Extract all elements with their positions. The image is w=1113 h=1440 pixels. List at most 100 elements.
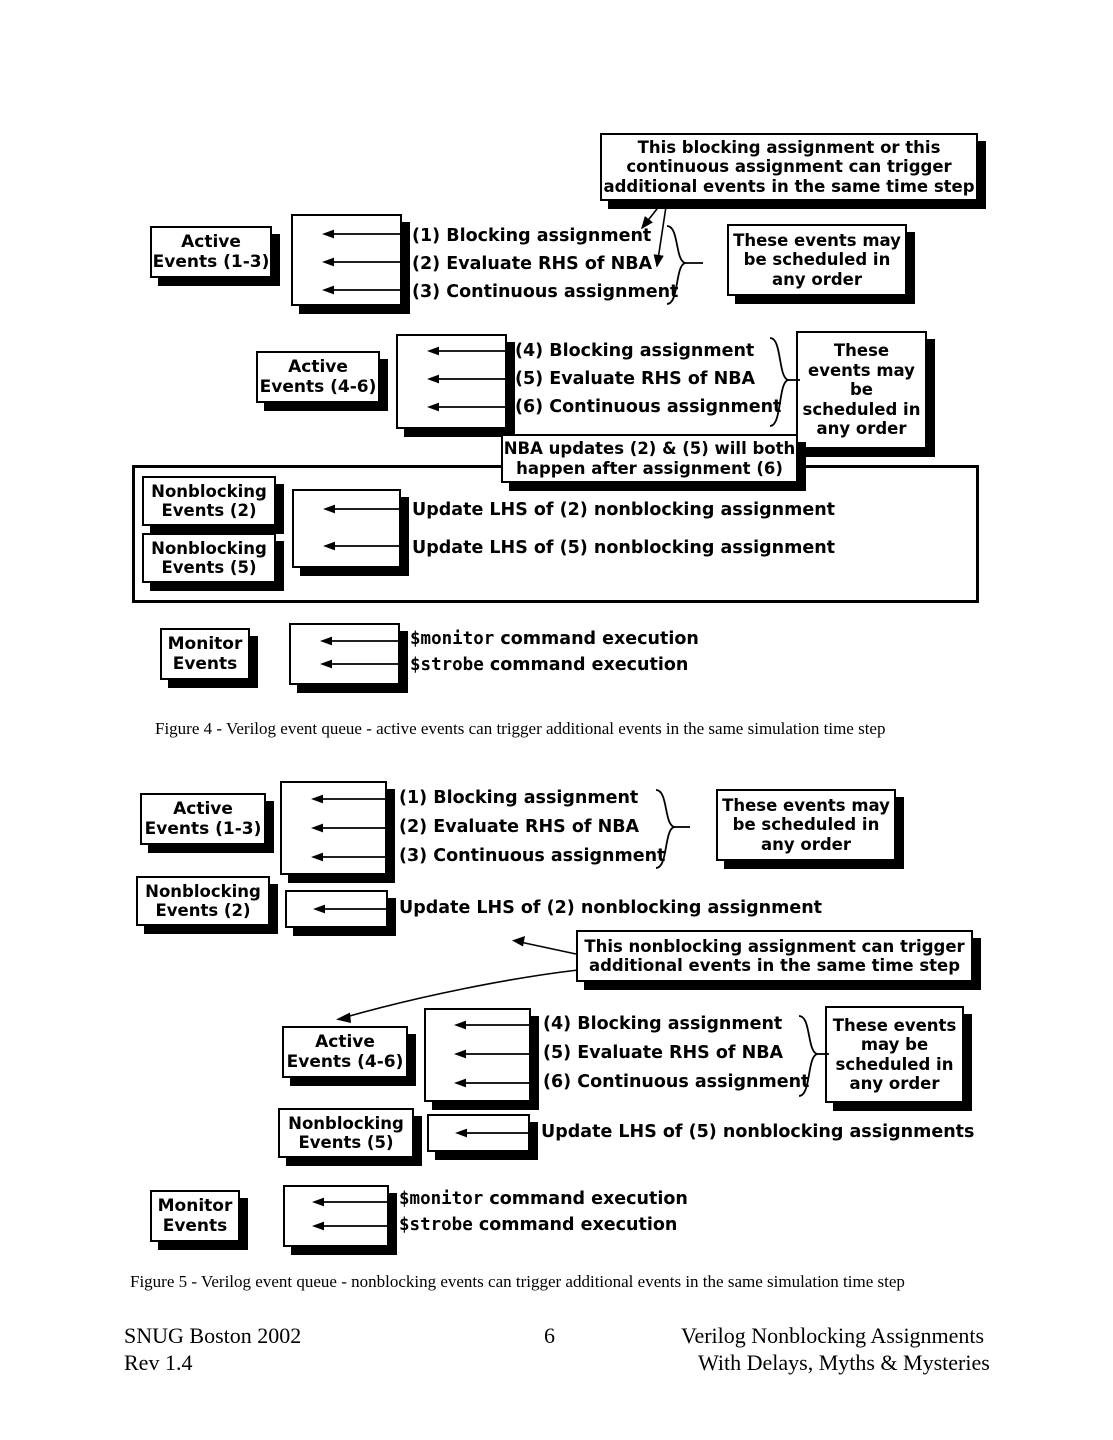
callout-line: be scheduled in — [732, 815, 880, 835]
strobe-command: $strobe — [399, 1215, 473, 1235]
label-active-events-4-6-fig5: Active Events (4-6) — [282, 1026, 408, 1078]
footer-left-line-1: SNUG Boston 2002 — [124, 1323, 302, 1348]
queue-item-label: (2) Evaluate RHS of NBA — [412, 254, 653, 274]
queue-item-label: (5) Evaluate RHS of NBA — [515, 369, 756, 389]
callout-line: any order — [772, 269, 862, 289]
callout-line: any order — [761, 834, 851, 854]
queue-arrows-active-1-3-fig5 — [311, 794, 389, 862]
callout-line: These events may — [733, 230, 901, 250]
strobe-command: $strobe — [410, 655, 484, 675]
label-line: Active — [173, 798, 233, 819]
queue-item-label: Update LHS of (5) nonblocking assignment… — [541, 1122, 975, 1142]
queue-box-active-4-6 — [396, 334, 507, 429]
callout-line: additional events in the same time step — [603, 176, 975, 196]
monitor-command: $monitor — [410, 629, 495, 649]
callout-line: This nonblocking assignment can trigger — [584, 936, 965, 956]
label-line: Nonblocking — [151, 538, 267, 558]
callout-line: NBA updates (2) & (5) will both — [503, 439, 796, 459]
queue-arrows-monitor-fig5 — [312, 1197, 390, 1231]
queue-item-label-strobe: $strobe command execution — [399, 1215, 677, 1235]
callout-any-order-2: These events may be scheduled in any ord… — [796, 331, 927, 449]
queue-item-label: (3) Continuous assignment — [399, 846, 666, 866]
footer-right-line-1: Verilog Nonblocking Assignments — [681, 1323, 985, 1348]
footer-right-line-2: With Delays, Myths & Mysteries — [698, 1350, 990, 1375]
label-line: Events — [162, 1216, 228, 1236]
label-line: Events (1-3) — [144, 819, 262, 839]
queue-item-label-monitor: $monitor command execution — [410, 629, 699, 649]
brace-active-4-6-fig4 — [769, 337, 800, 427]
callout-nonblocking-trigger: This nonblocking assignment can trigger … — [576, 930, 973, 982]
queue-arrows-active-1-3 — [322, 229, 404, 295]
queue-item-label: (6) Continuous assignment — [515, 397, 782, 417]
label-active-events-4-6: Active Events (4-6) — [256, 351, 380, 403]
queue-box-active-4-6-fig5 — [424, 1008, 531, 1102]
callout-blocking-trigger: This blocking assignment or this continu… — [600, 133, 978, 201]
monitor-command-rest: command execution — [494, 629, 699, 649]
brace-active-1-3-fig5 — [655, 789, 690, 869]
label-line: Events — [172, 654, 238, 674]
label-line: Active — [288, 356, 348, 377]
callout-line: This blocking assignment or this — [637, 137, 941, 157]
figure-5-caption: Figure 5 - Verilog event queue - nonbloc… — [130, 1272, 905, 1291]
callout-line: be — [849, 380, 873, 400]
label-active-events-1-3: Active Events (1-3) — [150, 226, 272, 278]
label-monitor-events-fig5: Monitor Events — [150, 1190, 240, 1242]
queue-item-label: Update LHS of (5) nonblocking assignment — [412, 538, 836, 558]
label-line: Events (5) — [298, 1133, 394, 1152]
label-nonblocking-events-2-fig5: Nonblocking Events (2) — [136, 876, 270, 926]
callout-line: continuous assignment can trigger — [626, 157, 952, 177]
queue-item-label: (4) Blocking assignment — [543, 1014, 783, 1034]
figure-4-caption: Figure 4 - Verilog event queue - active … — [155, 719, 886, 738]
queue-arrows-nonblocking-2-fig5 — [313, 904, 389, 914]
label-line: Nonblocking — [288, 1113, 404, 1133]
label-monitor-events-fig4: Monitor Events — [160, 628, 250, 680]
brace-active-1-3-fig4 — [666, 225, 703, 305]
callout-line: These — [833, 341, 890, 361]
queue-box-nonblocking — [292, 489, 401, 568]
label-line: Events (5) — [161, 558, 257, 577]
queue-box-monitor-fig5 — [283, 1185, 389, 1247]
callout-line: These events may — [722, 795, 890, 815]
callout-line: These events — [832, 1015, 957, 1035]
label-nonblocking-events-5-fig5: Nonblocking Events (5) — [278, 1108, 414, 1158]
label-line: Monitor — [167, 633, 243, 654]
queue-item-label: (4) Blocking assignment — [515, 341, 755, 361]
callout-any-order-2-fig5: These events may be scheduled in any ord… — [825, 1006, 964, 1103]
label-line: Events (2) — [155, 901, 251, 920]
queue-arrows-nonblocking-5-fig5 — [455, 1128, 531, 1138]
queue-arrows-active-4-6-fig5 — [454, 1020, 532, 1088]
callout-line: be scheduled in — [743, 250, 891, 270]
callout-any-order-1-fig5: These events may be scheduled in any ord… — [716, 789, 896, 861]
label-line: Events (2) — [161, 501, 257, 520]
label-nonblocking-events-5: Nonblocking Events (5) — [142, 533, 276, 583]
label-line: Events (1-3) — [152, 252, 270, 272]
monitor-command-rest: command execution — [483, 1189, 688, 1209]
label-nonblocking-events-2: Nonblocking Events (2) — [142, 476, 276, 526]
strobe-command-rest: command execution — [483, 655, 689, 675]
label-line: Active — [181, 231, 241, 252]
monitor-command: $monitor — [399, 1189, 484, 1209]
page-number: 6 — [544, 1323, 555, 1348]
callout-any-order-1: These events may be scheduled in any ord… — [727, 224, 907, 296]
label-line: Events (4-6) — [259, 377, 377, 397]
footer-left-line-2: Rev 1.4 — [124, 1350, 193, 1375]
queue-item-label-strobe: $strobe command execution — [410, 655, 688, 675]
callout-pointer-arrows-fig4 — [641, 199, 668, 268]
label-line: Events (4-6) — [286, 1052, 404, 1072]
queue-arrows-monitor-fig4 — [320, 636, 402, 669]
callout-line: any order — [849, 1073, 940, 1093]
label-active-events-1-3-fig5: Active Events (1-3) — [140, 793, 266, 845]
callout-line: scheduled in — [802, 399, 921, 419]
queue-item-label: (6) Continuous assignment — [543, 1072, 810, 1092]
brace-active-4-6-fig5 — [798, 1015, 829, 1097]
callout-nba-updates: NBA updates (2) & (5) will both happen a… — [501, 434, 798, 483]
queue-item-label: (5) Evaluate RHS of NBA — [543, 1043, 784, 1063]
queue-arrows-nonblocking — [323, 504, 403, 551]
queue-item-label-monitor: $monitor command execution — [399, 1189, 688, 1209]
callout-line: any order — [816, 419, 907, 439]
callout-line: may be — [860, 1035, 929, 1055]
queue-item-label: (1) Blocking assignment — [412, 226, 652, 246]
callout-line: events may — [808, 360, 915, 380]
queue-item-label: (1) Blocking assignment — [399, 788, 639, 808]
